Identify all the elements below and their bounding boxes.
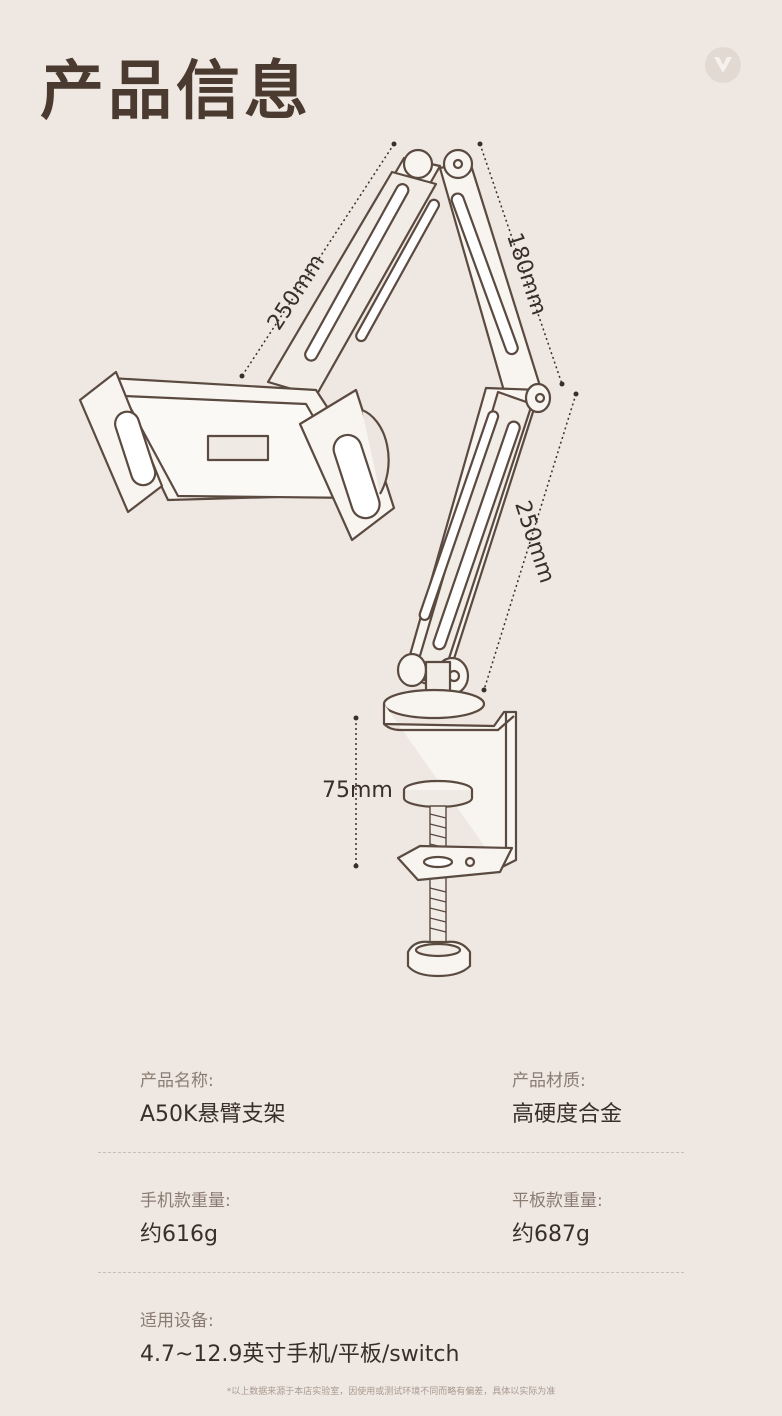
dim-clamp-opening: 75mm	[322, 778, 393, 803]
stand-illustration: 250mm 180mm 250mm 75mm	[78, 141, 579, 978]
joints	[396, 148, 552, 698]
spec-label-tablet-weight: 平板款重量:	[512, 1191, 603, 1211]
spec-value-devices: 4.7~12.9英寸手机/平板/switch	[140, 1342, 460, 1367]
brand-logo-icon	[705, 47, 741, 83]
tablet-holder	[78, 370, 396, 542]
spec-label-devices: 适用设备:	[140, 1311, 214, 1331]
divider	[98, 1152, 684, 1153]
desk-clamp	[382, 688, 518, 978]
spec-label-name: 产品名称:	[140, 1071, 214, 1091]
dim-lower-arm: 250mm	[509, 498, 559, 586]
divider	[98, 1272, 684, 1273]
footnote: *以上数据来源于本店实验室，因使用或测试环境不同而略有偏差，具体以实际为准	[226, 1387, 556, 1397]
dimension-lines	[241, 143, 577, 866]
spec-label-material: 产品材质:	[512, 1071, 586, 1091]
spec-value-tablet-weight: 约687g	[512, 1222, 590, 1247]
spec-label-phone-weight: 手机款重量:	[140, 1191, 231, 1211]
page-title: 产品信息	[40, 55, 312, 129]
spec-value-name: A50K悬臂支架	[140, 1102, 286, 1127]
spec-value-material: 高硬度合金	[512, 1102, 623, 1127]
spec-value-phone-weight: 约616g	[140, 1222, 218, 1247]
lower-arm	[402, 386, 542, 692]
